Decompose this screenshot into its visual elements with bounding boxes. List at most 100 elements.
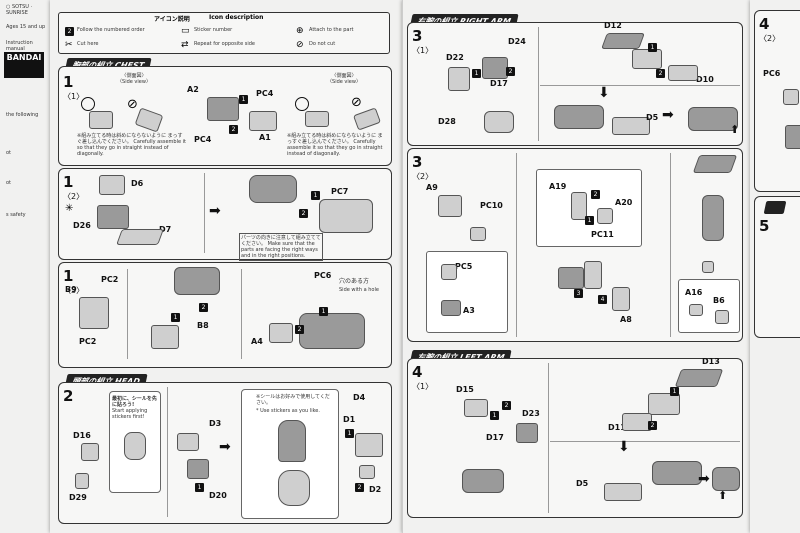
part-label: A9 <box>426 183 438 192</box>
next-arrow-icon: ➡ <box>209 203 221 219</box>
order-icon: 2 <box>65 27 74 36</box>
part-label: D7 <box>159 225 172 234</box>
step-sub: 〈2〉 <box>63 192 85 201</box>
step-1-1-panel: 1 〈1〉 〈側面図〉 〈Side view〉 ⊘ ※組み立てる時は斜めにならな… <box>58 66 392 166</box>
arm-part <box>692 155 738 173</box>
manual-text: Instruction manual <box>6 40 33 52</box>
chest-part <box>207 97 239 121</box>
head-part <box>187 459 209 479</box>
step-1-3-panel: 1 〈3〉 PC2 B9 PC2 B8 1 2 PC6 穴のある方 Side w… <box>58 262 392 368</box>
arm-part <box>601 33 645 49</box>
part-label: D24 <box>508 37 526 46</box>
arm-part <box>652 461 702 485</box>
part-label: A3 <box>463 306 475 315</box>
head-part <box>278 420 306 462</box>
sticker-start-jp: 最初に、シールを先に貼ろう! <box>112 396 157 408</box>
order-number: 1 <box>648 43 657 52</box>
sheet-main: アイコン説明 Icon description Follow the numbe… <box>50 0 402 533</box>
arm-part <box>571 192 587 220</box>
inset-box: PC5 A3 <box>426 251 508 333</box>
arm-part <box>554 105 604 129</box>
inset-box: A16 B6 <box>678 279 740 333</box>
part-label: D17 <box>490 79 508 88</box>
prohibited-icon: ⊘ <box>351 95 362 110</box>
part-label: D2 <box>369 485 382 494</box>
sticker-icon: ▭ <box>181 26 190 36</box>
attach-icon: ⊕ <box>296 26 304 36</box>
step-4-1-panel: 4 〈1〉 D15 D23 D17 1 2 D13 D11 1 2 ⬇ D5 ➡… <box>407 357 743 518</box>
order-number: 1 <box>670 387 679 396</box>
arm-part <box>688 107 738 131</box>
age-text: Ages 15 and up <box>6 24 46 30</box>
part-label: PC11 <box>591 230 614 239</box>
order-number: 1 <box>239 95 248 104</box>
part-label: PC6 <box>314 271 332 280</box>
part-label: D3 <box>209 419 222 428</box>
chest-part <box>174 267 220 295</box>
chest-part <box>116 229 164 245</box>
part-label: B8 <box>197 321 209 330</box>
part-illustration <box>352 107 382 131</box>
part-label: A20 <box>615 198 633 207</box>
part-label: PC6 <box>763 69 781 78</box>
order-number: 2 <box>295 325 304 334</box>
hole-note-jp: 穴のある方 <box>339 278 370 285</box>
arm-part <box>438 195 462 217</box>
step-number: 1 <box>63 173 74 191</box>
sticker-optional-callout: ※シールはお好みで使用してください。 * Use stickers as you… <box>241 389 339 519</box>
part-label: D13 <box>702 357 720 366</box>
step-number: 5 <box>759 217 770 235</box>
arm-part <box>470 227 486 241</box>
head-part <box>124 432 146 460</box>
step-divider <box>548 363 549 513</box>
sticker-use-en: * Use stickers as you like. <box>256 408 320 414</box>
head-part <box>177 433 199 451</box>
arm-part <box>604 483 642 501</box>
side-view-label-right: 〈側面図〉 〈Side view〉 <box>327 73 361 85</box>
part-label: D26 <box>73 221 91 230</box>
correct-circle-icon <box>295 97 309 111</box>
arm-part <box>702 195 724 241</box>
arm-part <box>516 423 538 443</box>
part-label: PC2 <box>101 275 119 284</box>
arm-part <box>441 264 457 280</box>
step-number: 1 <box>63 73 74 91</box>
part-label: D12 <box>604 21 622 30</box>
bandai-logo: BANDAI <box>4 52 44 78</box>
part-label: D29 <box>69 493 87 502</box>
assemble-note-left: ※組み立てる時は斜めにならないように まっすぐ差し込んでください。 Carefu… <box>77 133 186 157</box>
up-arrow-icon: ⬆ <box>730 123 740 136</box>
step-1-2-panel: 1 〈2〉 D6 D26 D7 ✳ ➡ PC7 1 2 パーツの向きに注意して組… <box>58 168 392 261</box>
step-divider <box>204 173 205 253</box>
arm-part <box>648 393 680 415</box>
order-number: 2 <box>229 125 238 134</box>
part-label: D6 <box>131 179 144 188</box>
icon-bar-title-en: Icon description <box>209 14 264 21</box>
part-label: A19 <box>549 182 567 191</box>
part-label: D23 <box>522 409 540 418</box>
order-number: 2 <box>502 401 511 410</box>
hole-note-en: Side with a hole <box>339 287 379 293</box>
order-number: 4 <box>598 295 607 304</box>
part-label: D10 <box>696 75 714 84</box>
chest-part <box>79 297 109 329</box>
prohibited-icon: ⊘ <box>127 97 138 112</box>
icon-item-attach: Attach to the part <box>309 27 354 33</box>
step-sub: 〈1〉 <box>63 92 85 101</box>
part-illustration <box>305 111 329 127</box>
copyright-text: ○ SOTSU · SUNRISE <box>6 4 33 16</box>
chest-part <box>319 199 373 233</box>
sheet-right-edge: 4 〈2〉 PC6 5 <box>750 0 800 533</box>
step-divider <box>670 153 671 337</box>
step-3-2-panel: 3 〈2〉 A9 PC10 PC5 A3 A19 A20 PC11 2 1 A8… <box>407 148 743 342</box>
chest-part <box>97 205 129 229</box>
down-arrow-icon: ⬇ <box>598 85 610 101</box>
order-number: 1 <box>345 429 354 438</box>
order-number: 2 <box>199 303 208 312</box>
step-sub: 〈3〉 <box>63 286 85 295</box>
part-label: D16 <box>73 431 91 440</box>
chest-part <box>151 325 179 349</box>
notice-text-4: s safety <box>6 212 26 218</box>
next-arrow-icon: ➡ <box>698 471 710 487</box>
arm-part <box>715 310 729 324</box>
